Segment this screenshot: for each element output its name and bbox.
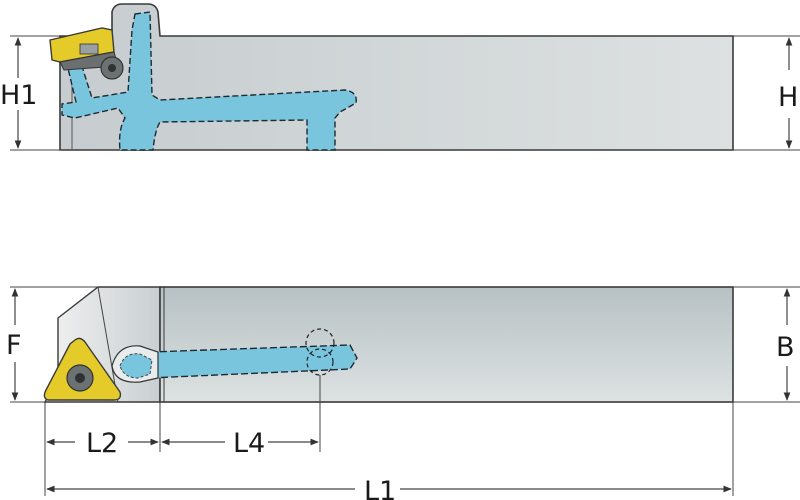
coolant-nozzle [111, 345, 159, 383]
side-view [49, 3, 734, 151]
side-body [59, 3, 734, 151]
label-H: H [778, 82, 798, 113]
label-L1: L1 [364, 476, 396, 500]
dimension-L4: L4 [161, 428, 319, 459]
dimension-L2: L2 [46, 428, 159, 459]
side-coolant-channel [61, 11, 357, 151]
coolant-outlet-upper [305, 328, 335, 358]
threading-insert [43, 337, 122, 401]
label-L2: L2 [86, 428, 118, 459]
side-insert [49, 27, 124, 80]
label-H1: H1 [0, 80, 37, 111]
top-view [43, 286, 734, 403]
dimension-L1: L1 [46, 476, 732, 500]
label-F: F [6, 330, 22, 361]
dimension-H1: H1 [0, 35, 60, 151]
dimension-H: H [733, 35, 800, 151]
dimension-F: F [6, 286, 98, 403]
coolant-outlet-lower [306, 348, 334, 376]
label-B: B [776, 332, 795, 363]
dimension-B: B [733, 286, 800, 403]
top-shank [159, 286, 734, 403]
label-L4: L4 [233, 428, 265, 459]
